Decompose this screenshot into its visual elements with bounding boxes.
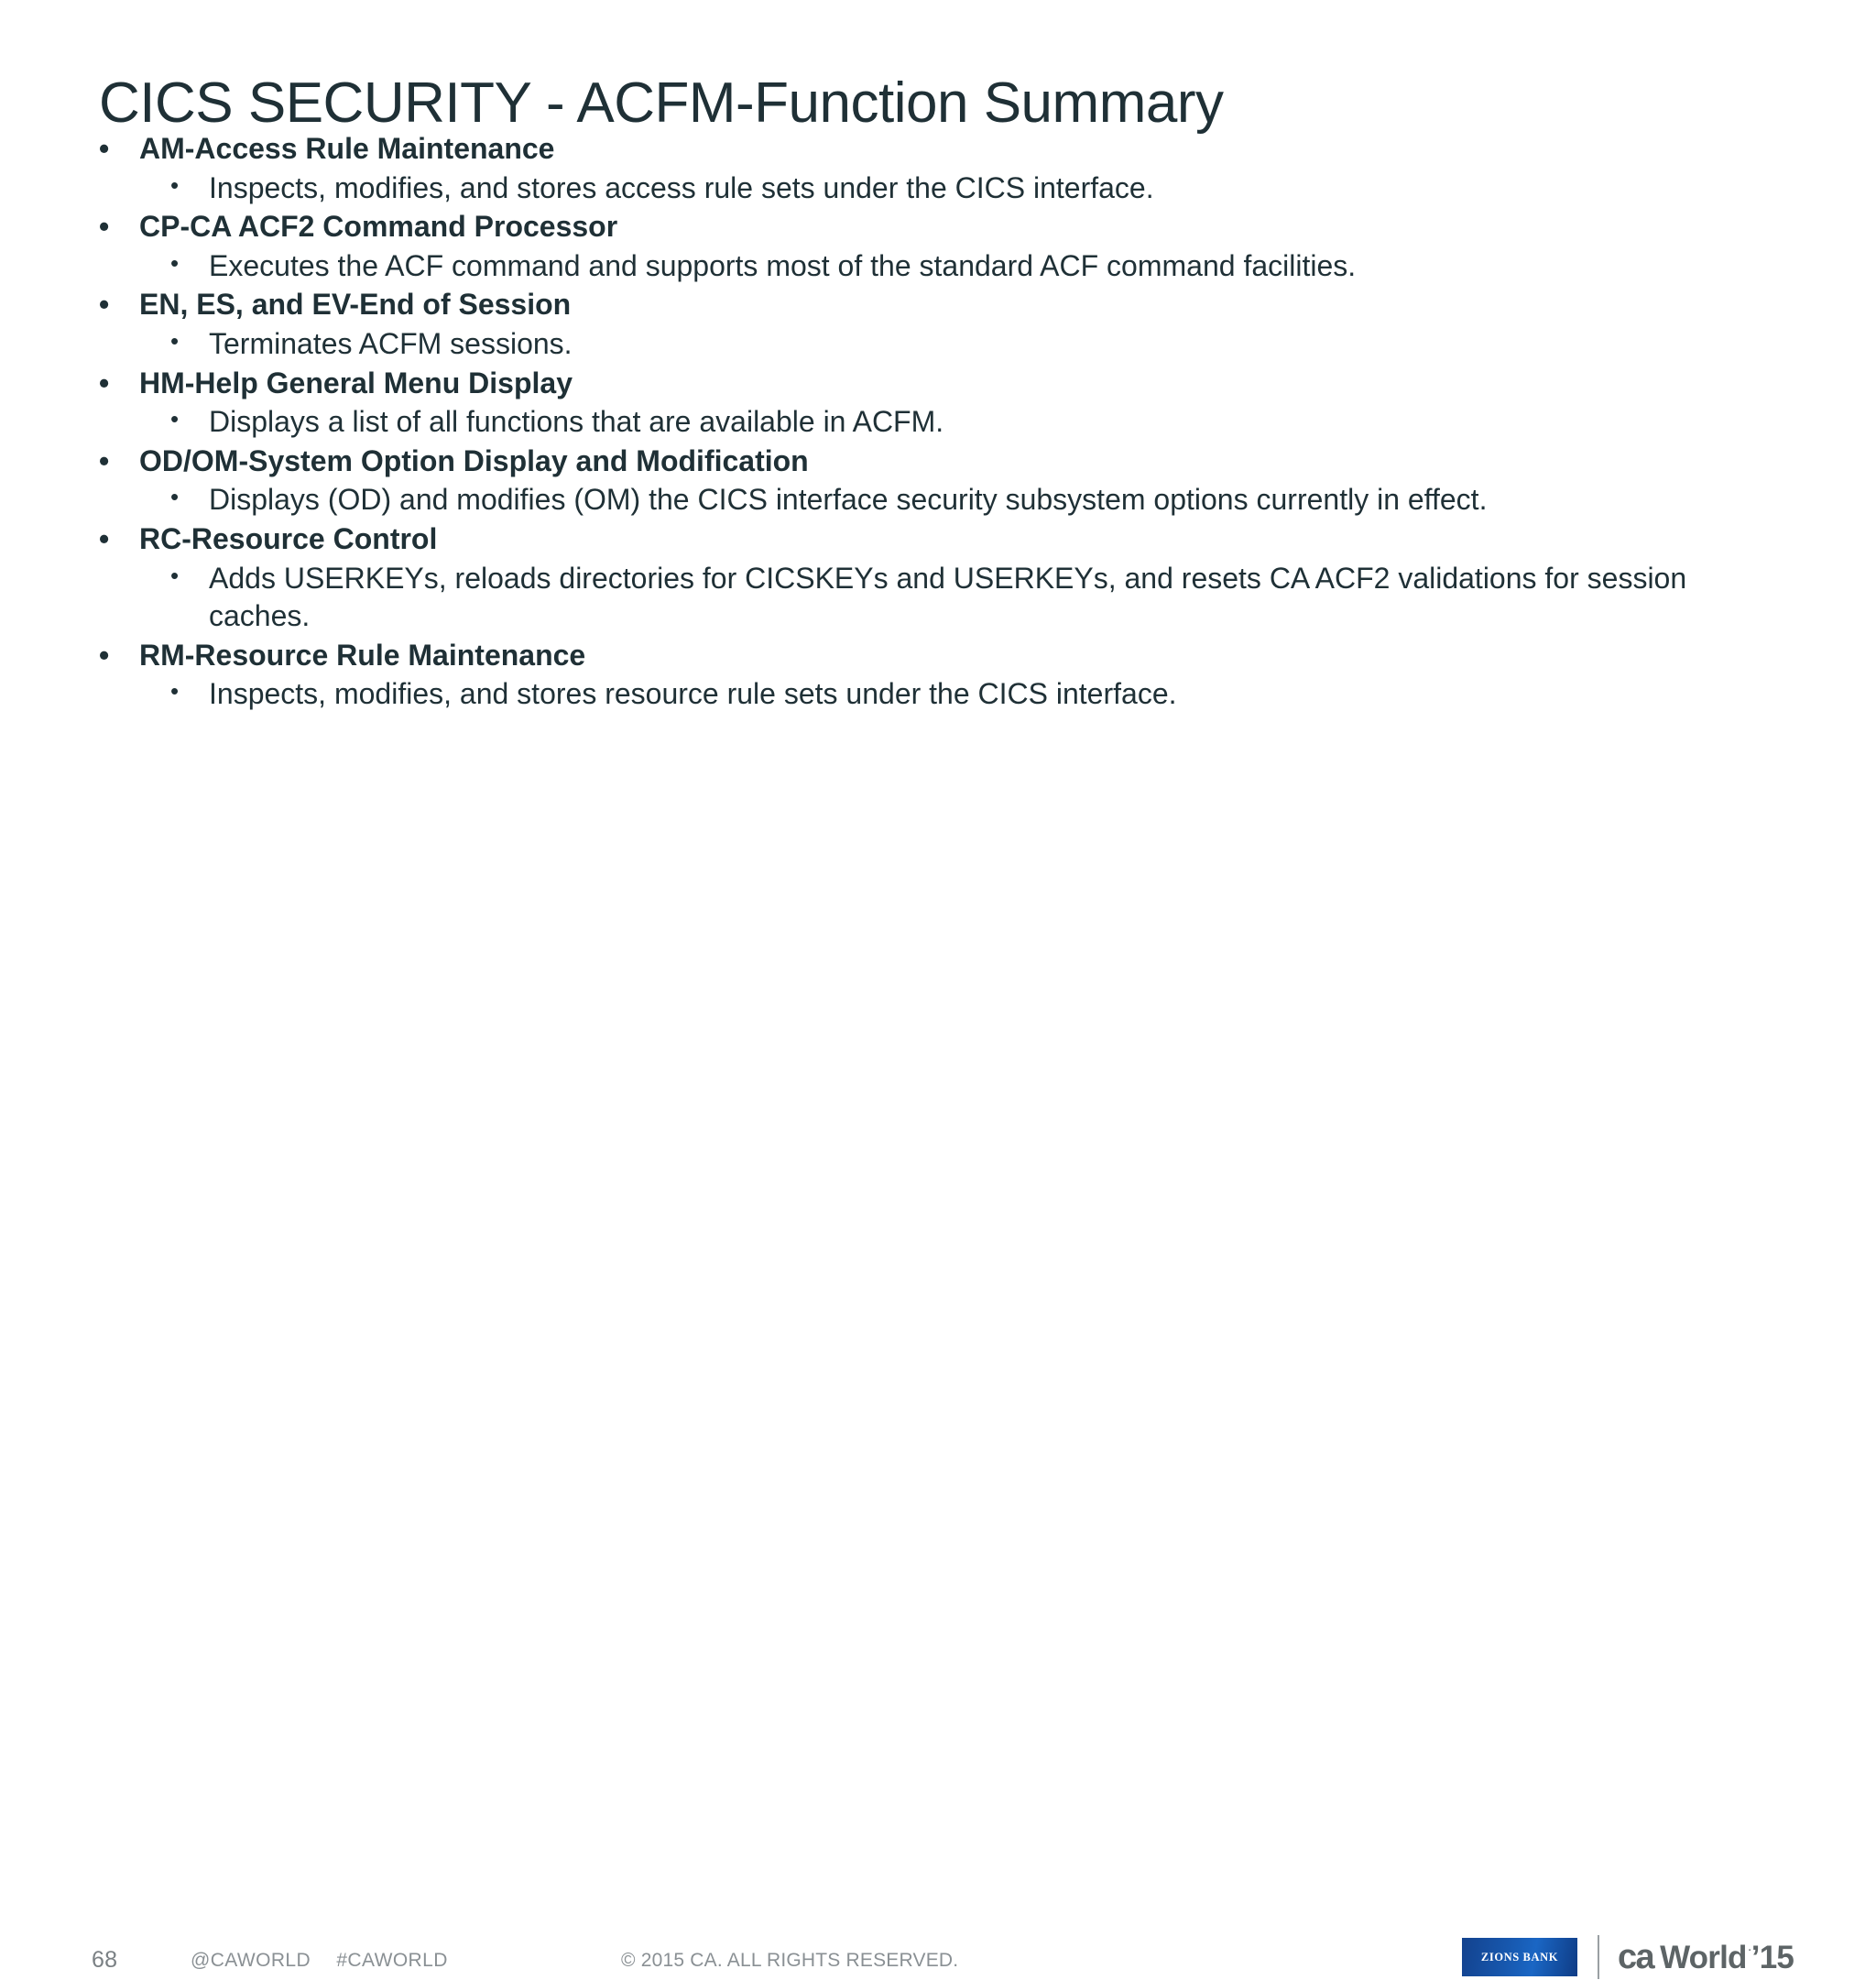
bullet-icon: • <box>170 677 180 706</box>
bullet-icon: • <box>99 638 110 672</box>
list-item: • Executes the ACF command and supports … <box>82 247 1805 286</box>
list-item-label: Executes the ACF command and supports mo… <box>209 248 1357 282</box>
bullet-icon: • <box>170 561 180 589</box>
bullet-icon: • <box>170 326 180 355</box>
copyright-notice: © 2015 CA. ALL RIGHTS RESERVED. <box>621 1950 959 1971</box>
bullet-icon: • <box>170 170 180 199</box>
list-item-label: RM-Resource Rule Maintenance <box>139 638 586 672</box>
bullet-icon: • <box>99 366 110 399</box>
list-item: • HM-Help General Menu Display <box>82 365 1805 403</box>
zions-bank-logo: ZIONS BANK <box>1462 1938 1577 1976</box>
ca-logo-text: ca <box>1618 1938 1655 1976</box>
list-item-label: AM-Access Rule Maintenance <box>139 132 555 165</box>
world-logo-text: World <box>1660 1940 1747 1975</box>
list-item-label: HM-Help General Menu Display <box>139 366 573 399</box>
list-item: • AM-Access Rule Maintenance <box>82 130 1805 169</box>
list-item-label: Adds USERKEYs, reloads directories for C… <box>209 561 1687 633</box>
list-item: • RC-Resource Control <box>82 520 1805 559</box>
zions-bank-logo-text: ZIONS BANK <box>1480 1950 1559 1964</box>
logo-divider <box>1598 1935 1599 1979</box>
logo-year-text: ’15 <box>1751 1940 1794 1975</box>
list-item: • Displays (OD) and modifies (OM) the CI… <box>82 481 1805 520</box>
bullet-icon: • <box>99 132 110 165</box>
list-item-label: Terminates ACFM sessions. <box>209 326 573 360</box>
social-handles: @CAWORLD #CAWORLD <box>191 1950 448 1972</box>
list-item-label: OD/OM-System Option Display and Modifica… <box>139 443 809 477</box>
bullet-list: • AM-Access Rule Maintenance • Inspects,… <box>82 130 1805 715</box>
bullet-icon: • <box>99 288 110 322</box>
list-item-label: Displays a list of all functions that ar… <box>209 405 944 439</box>
list-item-label: Inspects, modifies, and stores access ru… <box>209 170 1154 204</box>
list-item-label: Inspects, modifies, and stores resource … <box>209 677 1177 711</box>
list-item: • RM-Resource Rule Maintenance <box>82 637 1805 675</box>
footer-logos: ZIONS BANK ca World · ’15 <box>1462 1934 1794 1980</box>
twitter-handle: @CAWORLD <box>191 1950 311 1971</box>
ca-world-logo: ca World · ’15 <box>1618 1940 1794 1975</box>
page-number: 68 <box>92 1947 118 1973</box>
list-item: • OD/OM-System Option Display and Modifi… <box>82 443 1805 481</box>
list-item-label: Displays (OD) and modifies (OM) the CICS… <box>209 483 1488 517</box>
list-item: • EN, ES, and EV-End of Session <box>82 286 1805 324</box>
hashtag: #CAWORLD <box>336 1950 448 1971</box>
list-item-label: EN, ES, and EV-End of Session <box>139 288 572 322</box>
bullet-icon: • <box>170 405 180 433</box>
slide: CICS SECURITY - ACFM-Function Summary • … <box>0 71 1876 1979</box>
list-item: • Terminates ACFM sessions. <box>82 325 1805 364</box>
list-item-label: CP-CA ACF2 Command Processor <box>139 210 618 244</box>
bullet-icon: • <box>99 521 110 555</box>
bullet-icon: • <box>99 443 110 477</box>
logo-dot-icon: · <box>1747 1942 1752 1957</box>
list-item: • Adds USERKEYs, reloads directories for… <box>82 560 1805 636</box>
list-item-label: RC-Resource Control <box>139 521 438 555</box>
list-item: • CP-CA ACF2 Command Processor <box>82 208 1805 246</box>
slide-footer: 68 @CAWORLD #CAWORLD © 2015 CA. ALL RIGH… <box>0 946 1876 1979</box>
page-title: CICS SECURITY - ACFM-Function Summary <box>99 71 1224 135</box>
bullet-icon: • <box>170 483 180 511</box>
list-item: • Displays a list of all functions that … <box>82 403 1805 442</box>
bullet-icon: • <box>170 248 180 277</box>
bullet-icon: • <box>99 210 110 244</box>
list-item: • Inspects, modifies, and stores resourc… <box>82 675 1805 714</box>
list-item: • Inspects, modifies, and stores access … <box>82 170 1805 208</box>
